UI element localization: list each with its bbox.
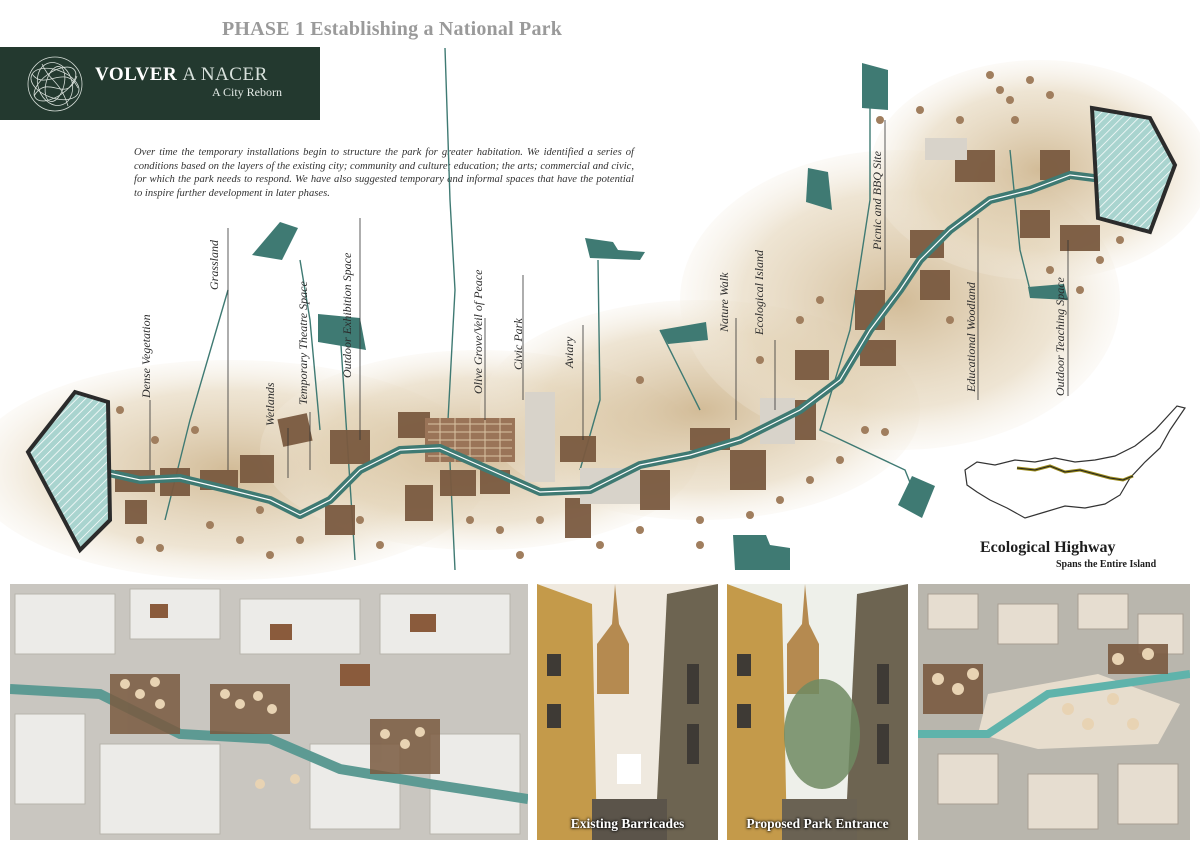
label-wetlands: Wetlands [263,382,277,426]
label-aviary: Aviary [562,336,576,368]
logo-block: VOLVER A NACER A City Reborn [0,47,320,120]
label-outdoor-teaching: Outdoor Teaching Space [1053,277,1067,396]
park-master-plan [0,47,1200,580]
river-edge [94,174,1111,516]
east-plaza [1089,105,1178,235]
intro-paragraph: Over time the temporary installations be… [134,147,634,199]
model-photo-left [10,584,528,840]
label-leaders [149,120,1069,478]
label-ecological-island: Ecological Island [752,250,766,335]
label-olive-grove: Olive Grove/Veil of Peace [471,269,485,395]
label-temporary-theatre: Temporary Theatre Space [296,281,310,405]
island-inset-map [964,405,1186,519]
caption-existing-barricades: Existing Barricades [570,816,685,831]
island-outline [964,405,1186,519]
brand-tagline: A City Reborn [212,85,283,99]
caption-proposed-park-entrance: Proposed Park Entrance [746,816,889,831]
photo-existing-barricades: Existing Barricades [537,584,718,840]
label-outdoor-exhibition: Outdoor Exhibition Space [340,252,354,378]
label-civic-park: Civic Park [511,318,525,370]
label-picnic-bbq: Picnic and BBQ Site [870,151,884,250]
trees [116,71,1124,559]
label-nature-walk: Nature Walk [717,272,731,332]
inset-subtitle: Spans the Entire Island [1056,559,1157,570]
inset-title: Ecological Highway [980,539,1116,556]
west-plaza [25,389,113,554]
olive-grove-grid [425,418,515,462]
label-grassland: Grassland [207,239,221,290]
label-educational-woodland: Educational Woodland [964,282,978,392]
label-dense-vegetation: Dense Vegetation [139,314,153,398]
tangle-logo-icon [27,56,83,112]
brand-name: VOLVER A NACER [95,64,268,85]
urban-blocks [115,150,1100,538]
model-photo-right [918,584,1190,840]
page-title: PHASE 1 Establishing a National Park [222,18,563,40]
photo-proposed-park-entrance: Proposed Park Entrance [727,584,908,840]
plazas [525,138,967,504]
